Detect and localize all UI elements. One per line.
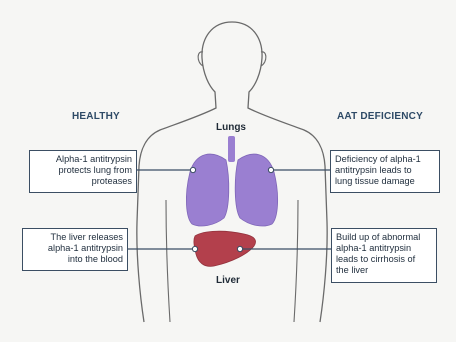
connector-dot-deficiency-liver bbox=[237, 246, 242, 251]
right-lung bbox=[235, 154, 277, 226]
heading-aat-deficiency: AAT DEFICIENCY bbox=[337, 111, 423, 122]
trachea bbox=[228, 136, 235, 162]
heading-healthy: HEALTHY bbox=[72, 111, 120, 122]
label-lungs: Lungs bbox=[216, 122, 246, 133]
left-lung bbox=[186, 154, 228, 226]
callout-healthy-lungs: Alpha-1 antitrypsin protects lung from p… bbox=[29, 150, 137, 193]
callout-deficiency-liver: Build up of abnormal alpha-1 antitrypsin… bbox=[331, 228, 437, 283]
right-arm-inner bbox=[294, 200, 298, 322]
callout-deficiency-lungs: Deficiency of alpha-1 antitrypsin leads … bbox=[330, 150, 440, 193]
left-arm-inner bbox=[166, 200, 170, 322]
label-liver: Liver bbox=[216, 275, 240, 286]
connector-dot-deficiency-lungs bbox=[268, 167, 273, 172]
connector-dot-healthy-lungs bbox=[190, 167, 195, 172]
connector-dot-healthy-liver bbox=[192, 246, 197, 251]
callout-healthy-liver: The liver releases alpha-1 antitrypsin i… bbox=[22, 228, 128, 271]
